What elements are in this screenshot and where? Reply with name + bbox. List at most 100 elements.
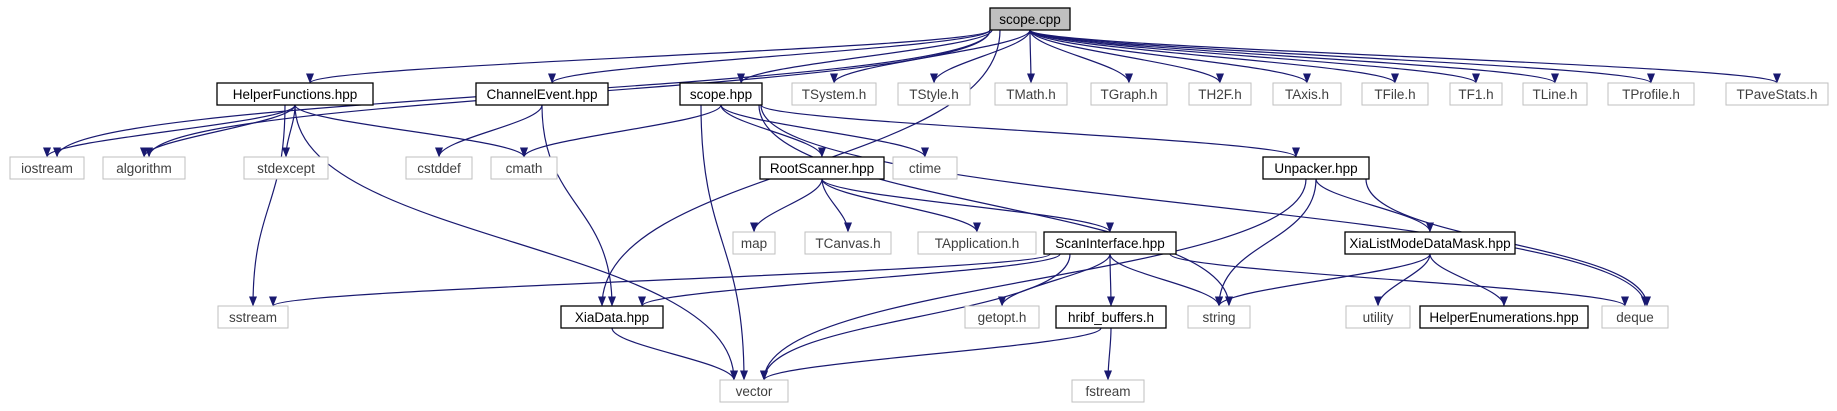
node-unpacker[interactable]: Unpacker.hpp	[1262, 156, 1370, 180]
node-label: algorithm	[116, 161, 172, 176]
node-helper_enums[interactable]: HelperEnumerations.hpp	[1419, 305, 1589, 329]
node-iostream: iostream	[9, 156, 85, 180]
edge-scope_cpp-to-tfile	[1029, 29, 1399, 84]
edge-scan_interface-to-vector	[760, 253, 1071, 381]
node-box	[1601, 305, 1669, 329]
node-label: TF1.h	[1458, 87, 1493, 102]
node-root_scanner[interactable]: RootScanner.hpp	[759, 156, 885, 180]
node-label: TH2F.h	[1198, 87, 1242, 102]
edge-scope_hpp-to-string	[758, 104, 1233, 307]
edge-scope_cpp-to-scope_hpp	[737, 29, 993, 84]
node-label: HelperEnumerations.hpp	[1429, 310, 1578, 325]
edge-channel_event-to-cstddef	[435, 104, 543, 158]
node-label: TProfile.h	[1622, 87, 1680, 102]
node-box	[964, 305, 1040, 329]
edge-scope_cpp-to-tline	[1029, 29, 1559, 84]
edge-root_scanner-to-map	[750, 178, 823, 233]
node-label: Unpacker.hpp	[1274, 161, 1357, 176]
node-box	[791, 82, 877, 106]
node-label: TStyle.h	[909, 87, 959, 102]
node-helper_functions[interactable]: HelperFunctions.hpp	[216, 82, 374, 106]
node-box	[679, 82, 763, 106]
node-label: TCanvas.h	[815, 236, 880, 251]
node-xia_data[interactable]: XiaData.hpp	[560, 305, 664, 329]
node-box	[719, 379, 789, 403]
edge-helper_functions-to-vector	[294, 104, 738, 381]
node-label: utility	[1363, 310, 1394, 325]
edge-helper_functions-to-cmath	[294, 104, 528, 158]
node-box	[475, 82, 609, 106]
edge-xia_mask-to-helper_enums	[1429, 253, 1508, 307]
node-string: string	[1187, 305, 1251, 329]
edge-scope_cpp-to-tstyle	[930, 29, 1031, 84]
node-box	[1725, 82, 1829, 106]
edge-scope_hpp-to-deque	[760, 104, 1649, 307]
node-tline: TLine.h	[1522, 82, 1588, 106]
node-getopt: getopt.h	[964, 305, 1040, 329]
node-cmath: cmath	[490, 156, 558, 180]
node-tprofile: TProfile.h	[1607, 82, 1695, 106]
node-label: vector	[736, 384, 773, 399]
node-box	[216, 82, 374, 106]
edge-root_scanner-to-tapplication	[821, 178, 981, 233]
node-label: deque	[1616, 310, 1654, 325]
node-box	[405, 156, 473, 180]
node-box	[892, 156, 958, 180]
edge-scan_interface-to-deque	[1169, 253, 1629, 307]
node-taxis: TAxis.h	[1272, 82, 1342, 106]
node-scope_cpp: scope.cpp	[989, 7, 1071, 31]
node-box	[1361, 82, 1429, 106]
node-box	[897, 82, 971, 106]
edge-scope_cpp-to-tgraph	[1029, 29, 1133, 84]
edge-helper_functions-to-sstream	[249, 104, 286, 307]
edge-hribf_buffers-to-vector	[760, 327, 1102, 381]
node-ctime: ctime	[892, 156, 958, 180]
node-label: ScanInterface.hpp	[1055, 236, 1165, 251]
node-label: TPaveStats.h	[1736, 87, 1817, 102]
edge-scope_cpp-to-tpavestats	[1029, 29, 1781, 84]
node-box	[804, 231, 892, 255]
node-label: map	[741, 236, 767, 251]
node-box	[1188, 82, 1252, 106]
node-label: cmath	[506, 161, 543, 176]
edge-unpacker-to-string	[1215, 178, 1317, 307]
edge-root_scanner-to-tcanvas	[821, 178, 852, 233]
edge-unpacker-to-xia_mask	[1315, 178, 1434, 233]
node-label: TAxis.h	[1285, 87, 1329, 102]
node-label: hribf_buffers.h	[1068, 310, 1154, 325]
node-scan_interface[interactable]: ScanInterface.hpp	[1043, 231, 1177, 255]
node-channel_event[interactable]: ChannelEvent.hpp	[475, 82, 609, 106]
node-label: HelperFunctions.hpp	[233, 87, 358, 102]
node-box	[560, 305, 664, 329]
node-stdexcept: stdexcept	[243, 156, 329, 180]
node-label: TLine.h	[1532, 87, 1577, 102]
node-hribf_buffers[interactable]: hribf_buffers.h	[1055, 305, 1167, 329]
edge-xia_mask-to-utility	[1374, 253, 1431, 307]
edge-scope_cpp-to-tf1	[1029, 29, 1480, 84]
node-box	[217, 305, 289, 329]
node-box	[1090, 82, 1168, 106]
node-scope_hpp[interactable]: scope.hpp	[679, 82, 763, 106]
node-label: scope.cpp	[999, 12, 1061, 27]
node-box	[989, 7, 1071, 31]
node-tpavestats: TPaveStats.h	[1725, 82, 1829, 106]
node-xia_mask[interactable]: XiaListModeDataMask.hpp	[1344, 231, 1516, 255]
node-label: fstream	[1085, 384, 1130, 399]
node-tfile: TFile.h	[1361, 82, 1429, 106]
edge-helper_functions-to-algorithm	[140, 104, 296, 158]
node-box	[732, 231, 776, 255]
node-label: cstddef	[417, 161, 461, 176]
node-label: scope.hpp	[690, 87, 752, 102]
edge-scope_cpp-to-taxis	[1029, 29, 1311, 84]
node-algorithm: algorithm	[102, 156, 186, 180]
node-box	[917, 231, 1037, 255]
node-label: TMath.h	[1006, 87, 1056, 102]
node-label: RootScanner.hpp	[770, 161, 874, 176]
edge-scope_cpp-to-helper_functions	[306, 29, 991, 84]
node-tgraph: TGraph.h	[1090, 82, 1168, 106]
node-label: TApplication.h	[935, 236, 1020, 251]
node-label: string	[1202, 310, 1235, 325]
edge-scan_interface-to-string	[1109, 253, 1223, 307]
node-box	[9, 156, 85, 180]
edge-xia_mask-to-string	[1215, 253, 1431, 307]
